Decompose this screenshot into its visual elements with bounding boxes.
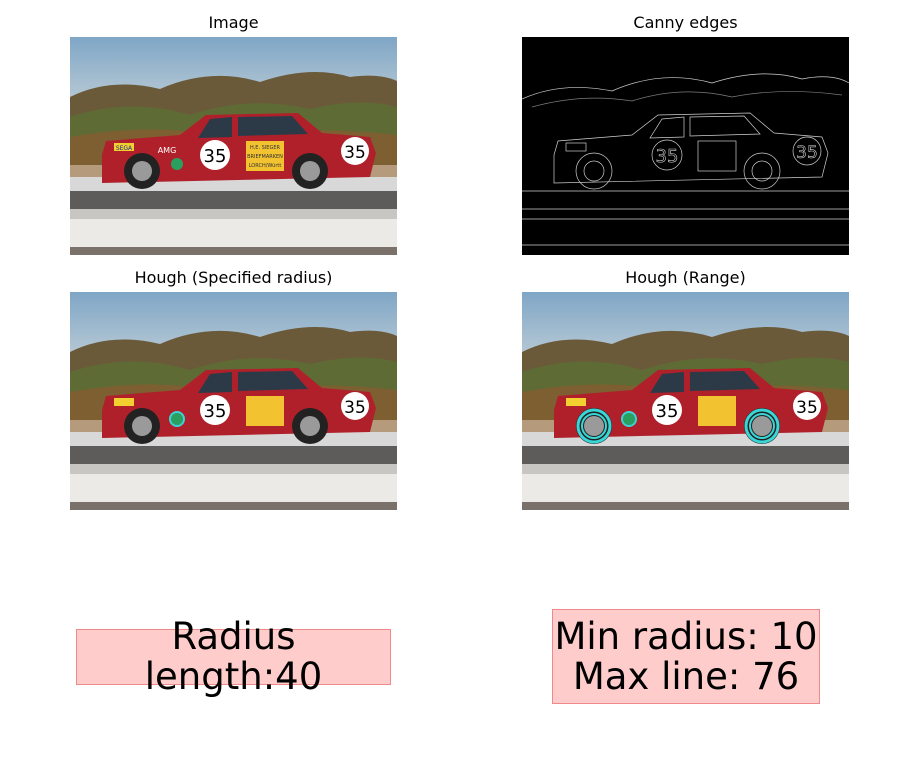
amg-text: AMG xyxy=(158,146,177,155)
radius-label-text: Radius length:40 xyxy=(144,615,323,698)
panel-title-image: Image xyxy=(208,13,259,32)
hough-range-number-front-text: 35 xyxy=(796,398,818,418)
radius-label-box: Radius length:40 xyxy=(76,617,391,697)
detected-small-circle xyxy=(621,411,637,427)
detected-circle xyxy=(169,411,185,427)
canny-panel: 35 35 xyxy=(522,37,849,255)
hough-range-number-text: 35 xyxy=(656,401,679,422)
panel-title-canny: Canny edges xyxy=(633,13,738,32)
sticker-line1: H.E. SIEGER xyxy=(250,145,280,151)
car-number-front-text: 35 xyxy=(344,143,366,163)
hough-specified-image: 35 35 xyxy=(70,292,397,510)
car-photo: 35 35 H.E. SIEGER BRIEFMARKEN LORCH/Würt… xyxy=(70,37,397,255)
image-panel: 35 35 H.E. SIEGER BRIEFMARKEN LORCH/Würt… xyxy=(70,37,397,255)
canny-number-text: 35 xyxy=(656,146,679,167)
hough-range-image: 35 35 xyxy=(522,292,849,510)
range-label-line1: Min radius: 10 xyxy=(554,614,818,658)
panel-title-hough-range: Hough (Range) xyxy=(625,268,746,287)
range-label-box: Min radius: 10 Max line: 76 xyxy=(552,609,820,704)
hough-specified-number-text: 35 xyxy=(204,401,227,422)
car-number-text: 35 xyxy=(204,146,227,167)
detected-wheel-circle-rear xyxy=(576,408,612,444)
detected-wheel-circle-front xyxy=(744,408,780,444)
panel-title-hough-specified: Hough (Specified radius) xyxy=(134,268,333,287)
canny-number-front-text: 35 xyxy=(796,143,818,163)
hough-specified-number-front-text: 35 xyxy=(344,398,366,418)
sega-sticker: SEGA xyxy=(116,145,133,152)
canny-edges-image: 35 35 xyxy=(522,37,849,255)
hough-specified-panel: 35 35 xyxy=(70,292,397,510)
range-label-line2: Max line: 76 xyxy=(572,654,800,698)
hough-range-panel: 35 35 xyxy=(522,292,849,510)
sticker-line3: LORCH/Württ xyxy=(249,163,282,169)
sticker-line2: BRIEFMARKEN xyxy=(247,154,283,160)
